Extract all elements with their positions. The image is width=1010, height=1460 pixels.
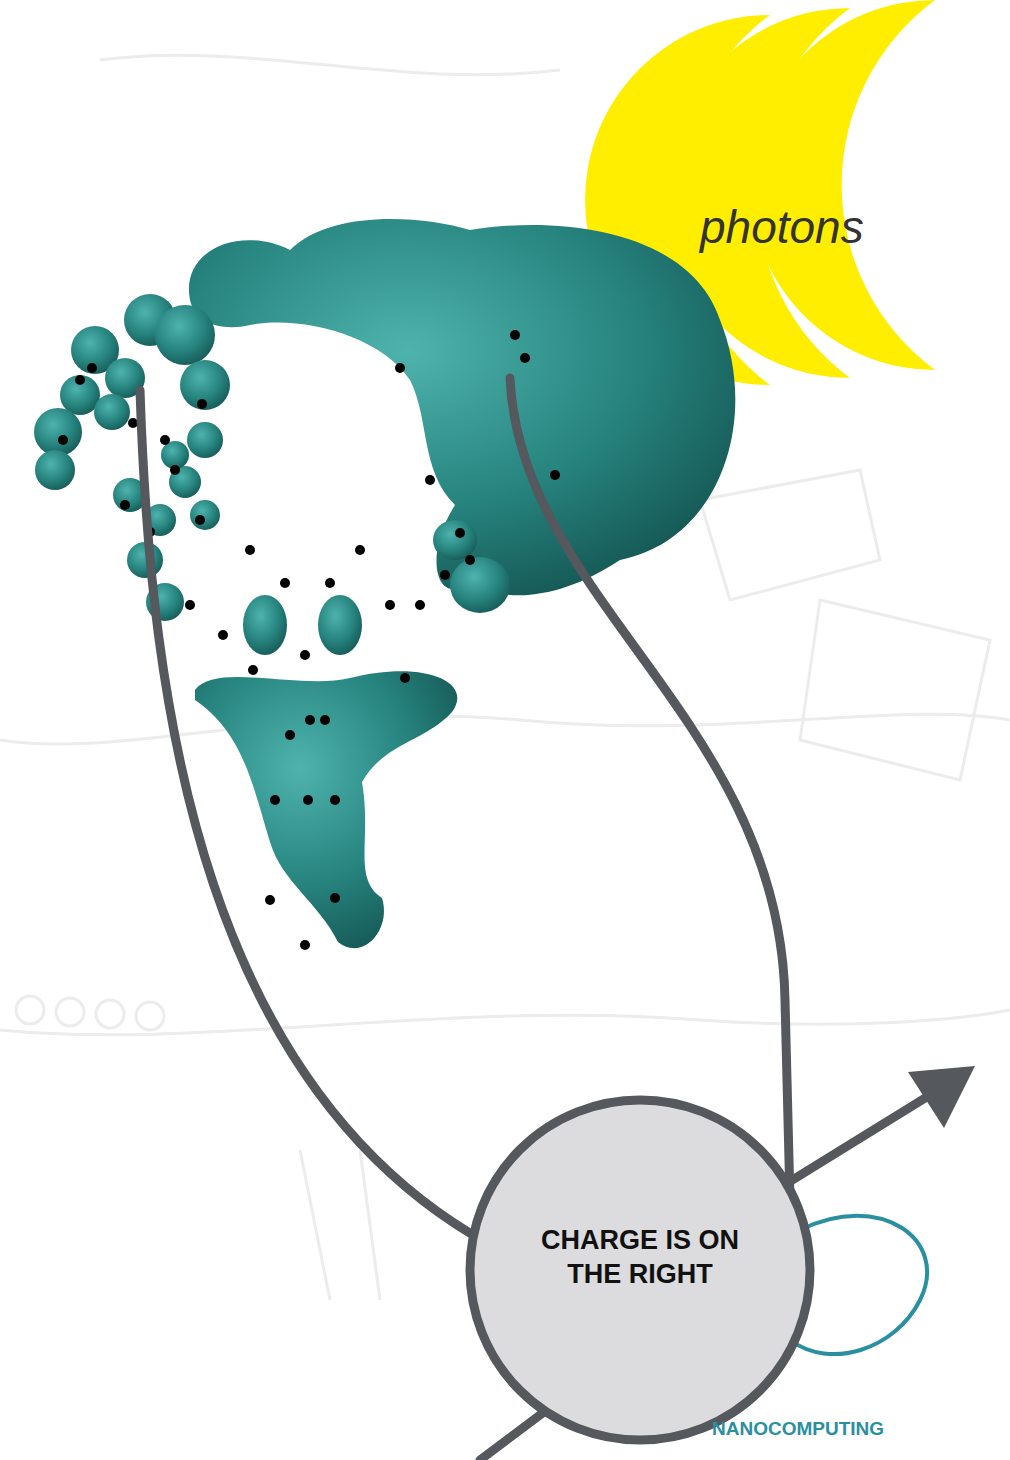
molecule-isosurface (34, 219, 735, 948)
background-sketch (0, 55, 1010, 1300)
atom-dots (58, 330, 560, 950)
round-node: CHARGE IS ON THE RIGHT (465, 1095, 815, 1445)
node-text: CHARGE IS ON THE RIGHT (520, 1224, 760, 1292)
logo-text: NANOCOMPUTING (712, 1418, 884, 1440)
photons-label: photons (700, 200, 864, 254)
arrow-head (908, 1066, 975, 1128)
wires (140, 378, 930, 1460)
